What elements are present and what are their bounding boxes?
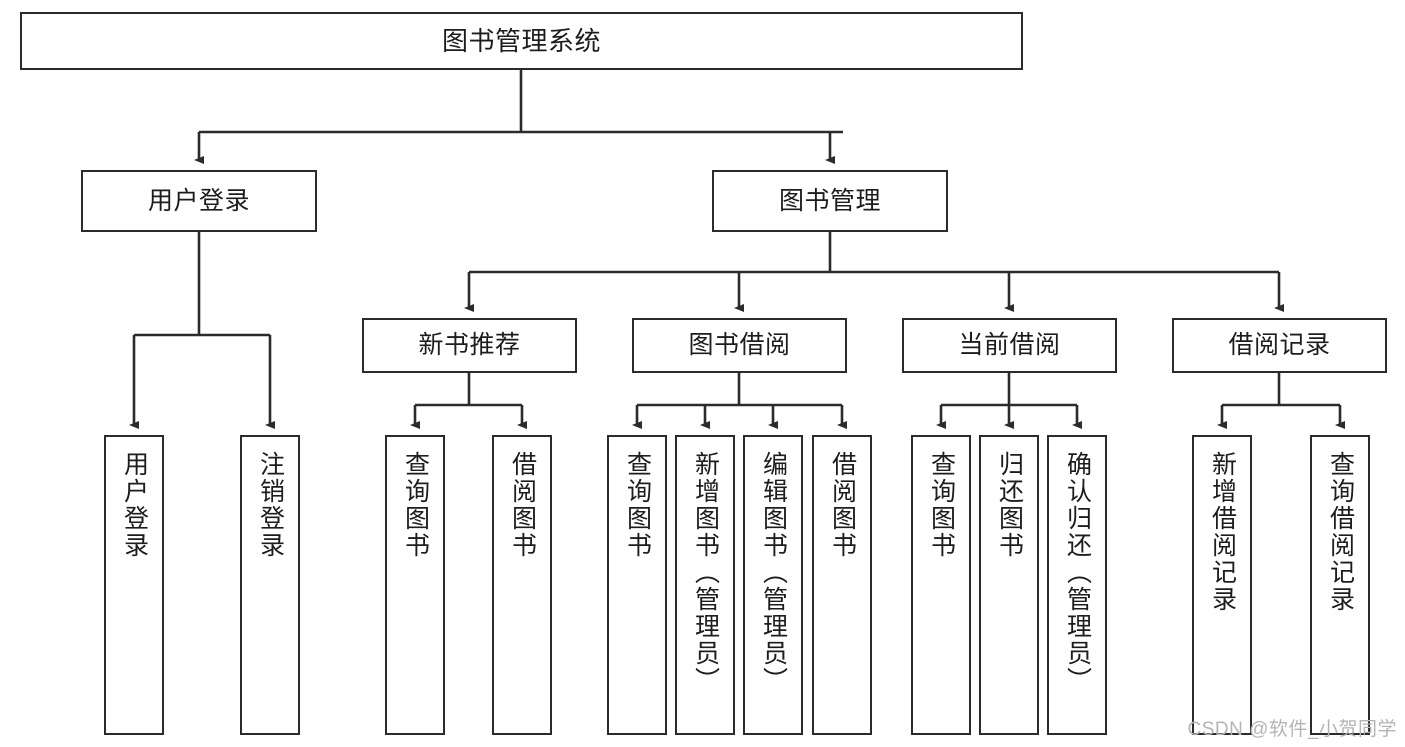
leaf-borrow-query-book[interactable]: 查询图书 [607, 435, 667, 735]
node-label: 借阅图书 [508, 451, 537, 559]
node-label: 确认归还（管理员） [1063, 451, 1092, 694]
node-book-management[interactable]: 图书管理 [712, 170, 948, 232]
node-label: 查询图书 [623, 451, 652, 559]
node-label: 新书推荐 [418, 331, 521, 359]
node-user-login[interactable]: 用户登录 [81, 170, 317, 232]
leaf-query-borrow-record[interactable]: 查询借阅记录 [1310, 435, 1370, 735]
node-label: 注销登录 [256, 451, 285, 559]
node-label: 用户登录 [120, 451, 149, 559]
node-label: 归还图书 [995, 451, 1024, 559]
node-label: 查询图书 [927, 451, 956, 559]
node-label: 图书管理 [778, 186, 881, 215]
node-label: 当前借阅 [958, 331, 1061, 359]
node-root-book-management-system[interactable]: 图书管理系统 [20, 12, 1023, 70]
leaf-logout[interactable]: 注销登录 [240, 435, 300, 735]
leaf-edit-book-admin[interactable]: 编辑图书（管理员） [743, 435, 803, 735]
leaf-confirm-return-admin[interactable]: 确认归还（管理员） [1047, 435, 1107, 735]
node-label: 编辑图书（管理员） [759, 451, 788, 694]
leaf-return-book[interactable]: 归还图书 [979, 435, 1039, 735]
node-label: 借阅图书 [828, 451, 857, 559]
node-book-borrow[interactable]: 图书借阅 [632, 318, 847, 373]
leaf-borrow-book[interactable]: 借阅图书 [812, 435, 872, 735]
node-borrow-record[interactable]: 借阅记录 [1172, 318, 1387, 373]
node-label: 用户登录 [147, 186, 250, 215]
node-label: 借阅记录 [1228, 331, 1331, 359]
leaf-add-borrow-record[interactable]: 新增借阅记录 [1192, 435, 1252, 735]
leaf-user-login[interactable]: 用户登录 [104, 435, 164, 735]
node-label: 新增借阅记录 [1208, 451, 1237, 613]
node-label: 查询借阅记录 [1326, 451, 1355, 613]
node-current-borrow[interactable]: 当前借阅 [902, 318, 1117, 373]
leaf-add-book-admin[interactable]: 新增图书（管理员） [675, 435, 735, 735]
node-label: 图书管理系统 [441, 25, 601, 56]
leaf-current-query-book[interactable]: 查询图书 [911, 435, 971, 735]
leaf-new-book-borrow[interactable]: 借阅图书 [492, 435, 552, 735]
node-new-book-recommend[interactable]: 新书推荐 [362, 318, 577, 373]
node-label: 图书借阅 [688, 331, 791, 359]
node-label: 新增图书（管理员） [691, 451, 720, 694]
node-label: 查询图书 [401, 451, 430, 559]
leaf-new-book-query[interactable]: 查询图书 [385, 435, 445, 735]
